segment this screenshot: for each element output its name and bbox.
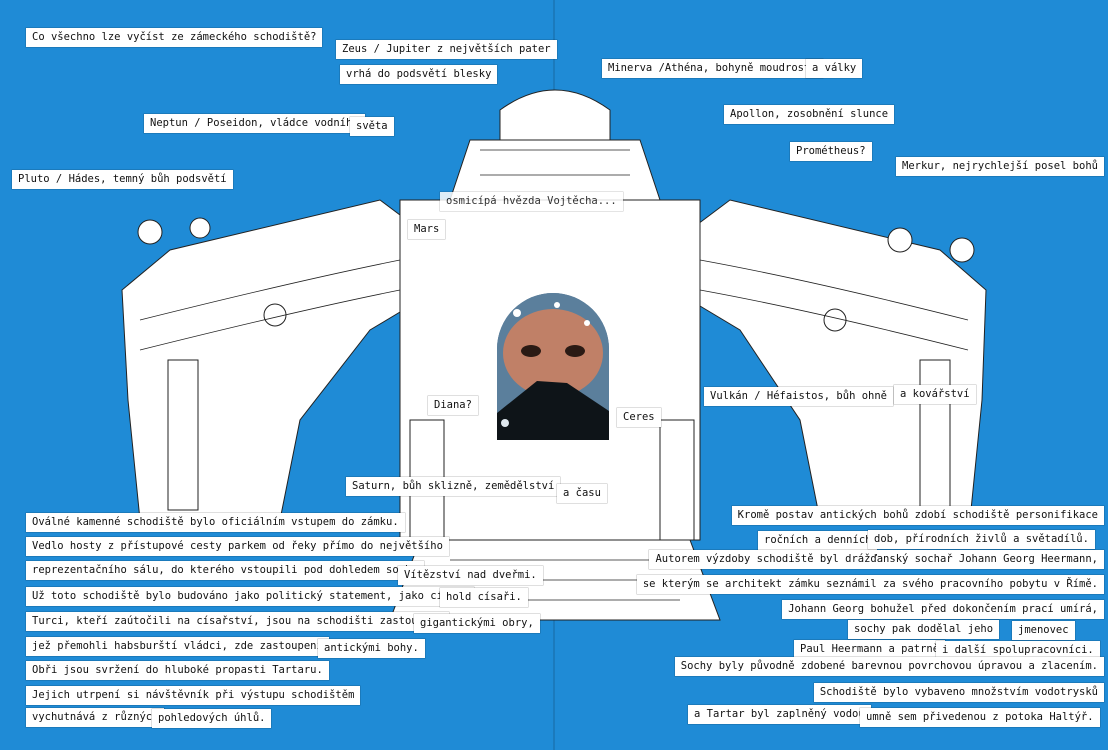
zeus-label: Zeus / Jupiter z největších pater	[336, 40, 557, 59]
right-text-line: sochy pak dodělal jeho	[848, 620, 1000, 639]
apollon-label: Apollon, zosobnění slunce	[724, 105, 895, 124]
left-text-line: hold císaři.	[440, 588, 528, 607]
left-text-line: Turci, kteří zaútočili na císařství, jso…	[26, 612, 449, 631]
face-photo-collage	[497, 293, 609, 440]
neptun-label: Neptun / Poseidon, vládce vodního	[144, 114, 365, 133]
right-text-line: Paul Heermann a patrně	[794, 640, 946, 659]
zeus-label-2: vrhá do podsvětí blesky	[340, 65, 498, 84]
left-text-line: jež přemohli habsburští vládci, zde zast…	[26, 637, 329, 656]
left-text-line: Už toto schodiště bylo budováno jako pol…	[26, 587, 475, 606]
right-text-line: Schodiště bylo vybaveno množstvím vodotr…	[813, 683, 1104, 702]
neptun-label-2: světa	[350, 117, 394, 136]
title-label: Co všechno lze vyčíst ze zámeckého schod…	[26, 28, 323, 47]
ceres-label: Ceres	[617, 408, 661, 427]
left-text-line: Vítězství nad dveřmi.	[398, 566, 543, 585]
right-text-line: jmenovec	[1012, 621, 1075, 640]
mars-label: Mars	[408, 220, 446, 239]
left-text-line: vychutnává z různých	[26, 708, 165, 727]
merkur-label: Merkur, nejrychlejší posel bohů	[896, 157, 1104, 176]
vulkan-label: Vulkán / Héfaistos, bůh ohně	[704, 387, 894, 406]
right-text-line: i další spolupracovníci.	[936, 641, 1100, 660]
minerva-label: Minerva /Athéna, bohyně moudrosti	[602, 59, 823, 78]
left-text-line: Vedlo hosty z přístupové cesty parkem od…	[26, 537, 449, 556]
left-text-line: antickými bohy.	[318, 639, 425, 658]
right-text-line: dob, přírodních živlů a světadílů.	[868, 530, 1095, 549]
right-text-line: ročních a denních	[758, 531, 878, 550]
left-text-line: Obři jsou svržení do hluboké propasti Ta…	[26, 661, 329, 680]
right-text-line: Johann Georg bohužel před dokončením pra…	[782, 600, 1104, 619]
prometheus-label: Prométheus?	[790, 142, 872, 161]
right-text-line: Sochy byly původně zdobené barevnou povr…	[674, 657, 1104, 676]
left-text-line: pohledových úhlů.	[152, 709, 272, 728]
right-text-line: se kterým se architekt zámku seznámil za…	[636, 575, 1104, 594]
left-text-line: reprezentačního sálu, do kterého vstoupi…	[26, 561, 424, 580]
right-text-line: Kromě postav antických bohů zdobí schodi…	[731, 506, 1104, 525]
right-text-line: umně sem přivedenou z potoka Haltýř.	[860, 708, 1100, 727]
star-label: osmicípá hvězda Vojtěcha...	[440, 192, 623, 211]
saturn-label: Saturn, bůh sklizně, zemědělství	[346, 477, 561, 496]
right-text-line: Autorem výzdoby schodiště byl drážďanský…	[649, 550, 1104, 569]
diana-label: Diana?	[428, 396, 478, 415]
pluto-label: Pluto / Hádes, temný bůh podsvětí	[12, 170, 233, 189]
minerva-label-2: a války	[806, 59, 863, 78]
right-text-line: a Tartar byl zaplněný vodou	[688, 705, 871, 724]
left-text-line: Jejich utrpení si návštěvník při výstupu…	[26, 686, 361, 705]
vulkan-label-2: a kovářství	[894, 385, 976, 404]
face-photo-icon	[497, 293, 609, 440]
left-text-line: Oválné kamenné schodiště bylo oficiálním…	[26, 513, 405, 532]
saturn-label-2: a času	[557, 484, 607, 503]
left-text-line: gigantickými obry,	[414, 614, 540, 633]
